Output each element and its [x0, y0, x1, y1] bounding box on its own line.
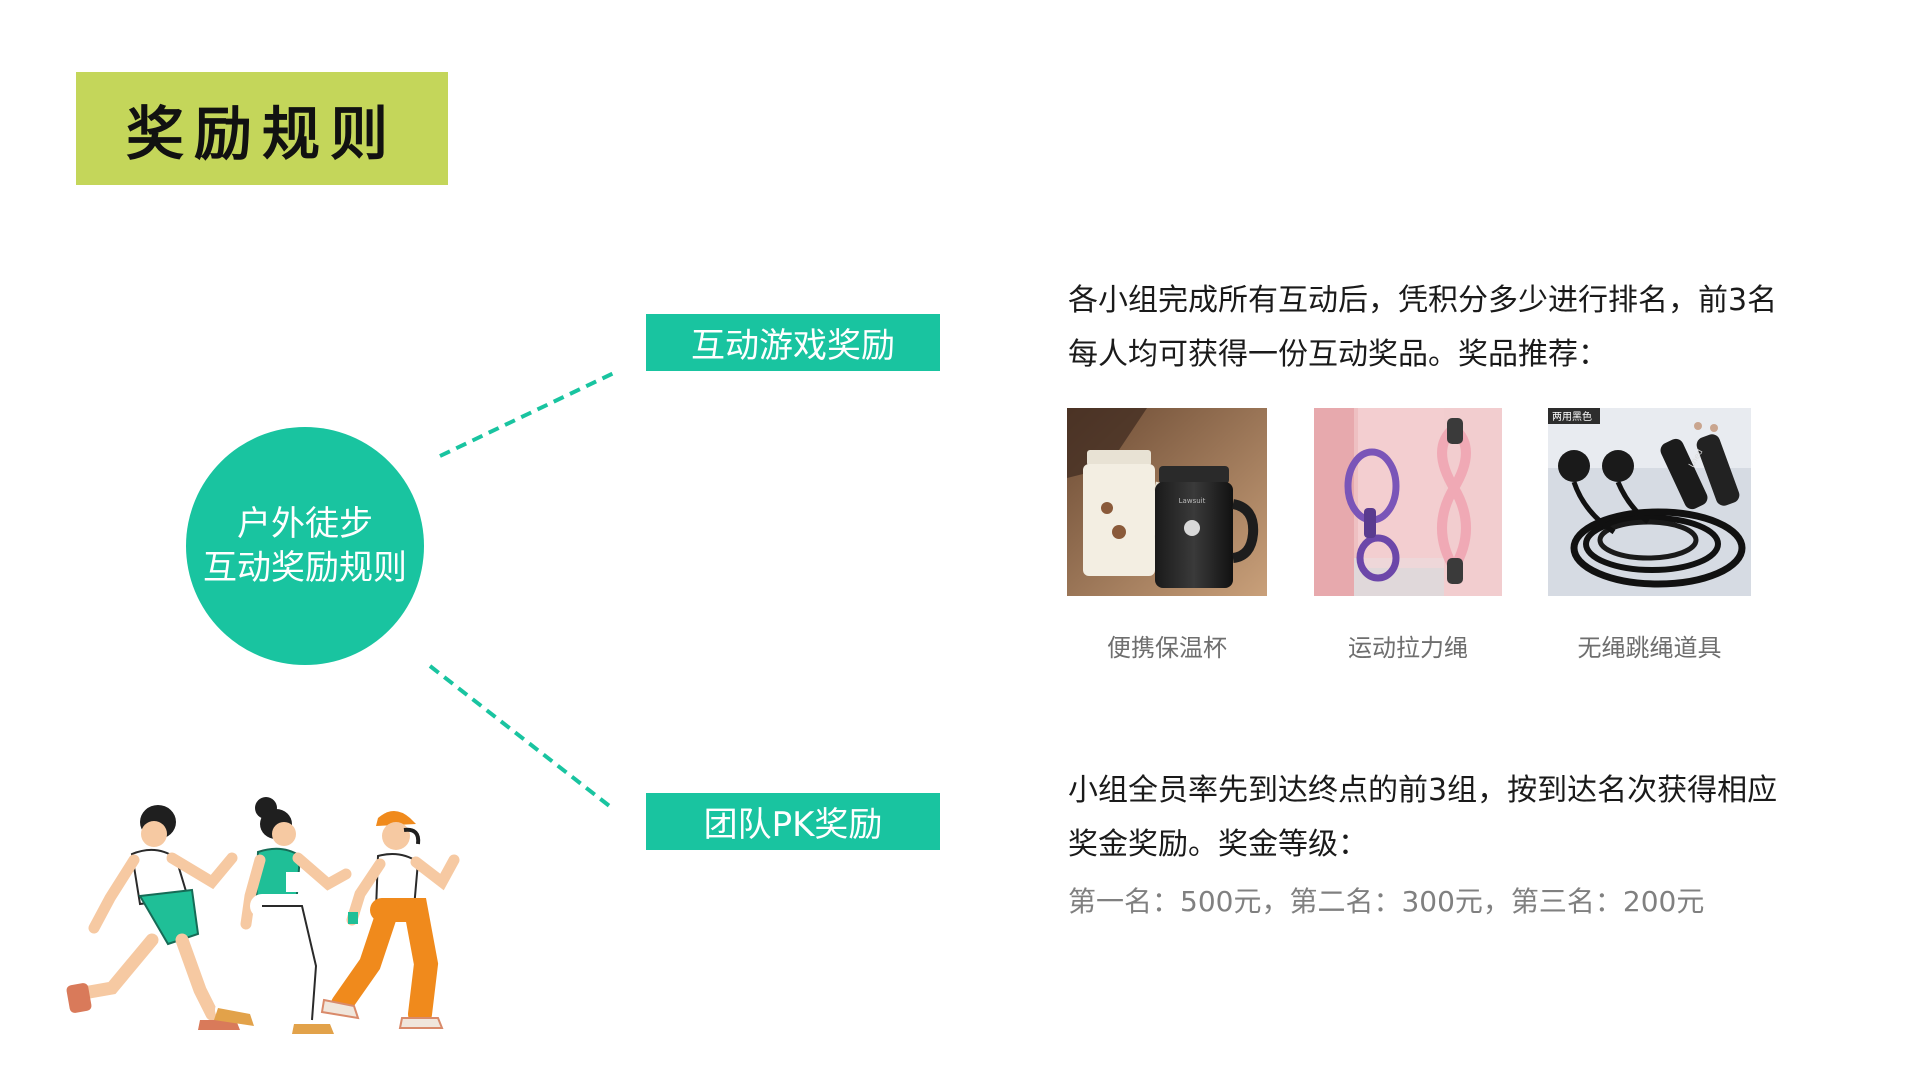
connector-line-bottom: [428, 664, 614, 810]
prize-caption-rope: 无绳跳绳道具: [1577, 634, 1722, 662]
cup-brand-text: Lawsuit: [1179, 497, 1206, 505]
prize-money-levels: 第一名：500元，第二名：300元，第三名：200元: [1068, 885, 1705, 918]
three-runners-illustration: [66, 797, 460, 1034]
tag-interactive-game-reward: 互动游戏奖励: [646, 314, 940, 371]
center-title-line1: 户外徒步: [237, 504, 373, 544]
cordless-jump-rope-photo: 两用黑色 Lned: [1548, 408, 1751, 596]
center-circle: 户外徒步 互动奖励规则: [186, 427, 424, 665]
jump-rope-tag-text: 两用黑色: [1552, 410, 1592, 423]
page-title: 奖励规则: [125, 99, 398, 168]
interactive-game-description: 各小组完成所有互动后，凭积分多少进行排名，前3名每人均可获得一份互动奖品。奖品推…: [1068, 283, 1778, 372]
title-banner: 奖励规则: [76, 72, 448, 185]
runner-2: [214, 797, 352, 1034]
prize-caption-cup: 便携保温杯: [1107, 634, 1227, 662]
team-pk-description: 小组全员率先到达终点的前3组，按到达名次获得相应奖金奖励。奖金等级：: [1068, 773, 1778, 862]
connector-line-top: [439, 370, 617, 458]
runner-3: [320, 811, 460, 1029]
resistance-band-photo: [1314, 408, 1502, 596]
prize-caption-band: 运动拉力绳: [1348, 634, 1468, 662]
insulated-cup-photo: Lawsuit: [1067, 408, 1267, 596]
tag-team-pk-reward: 团队PK奖励: [646, 793, 940, 850]
runner-1: [66, 805, 240, 1030]
center-title-line2: 互动奖励规则: [203, 548, 407, 588]
